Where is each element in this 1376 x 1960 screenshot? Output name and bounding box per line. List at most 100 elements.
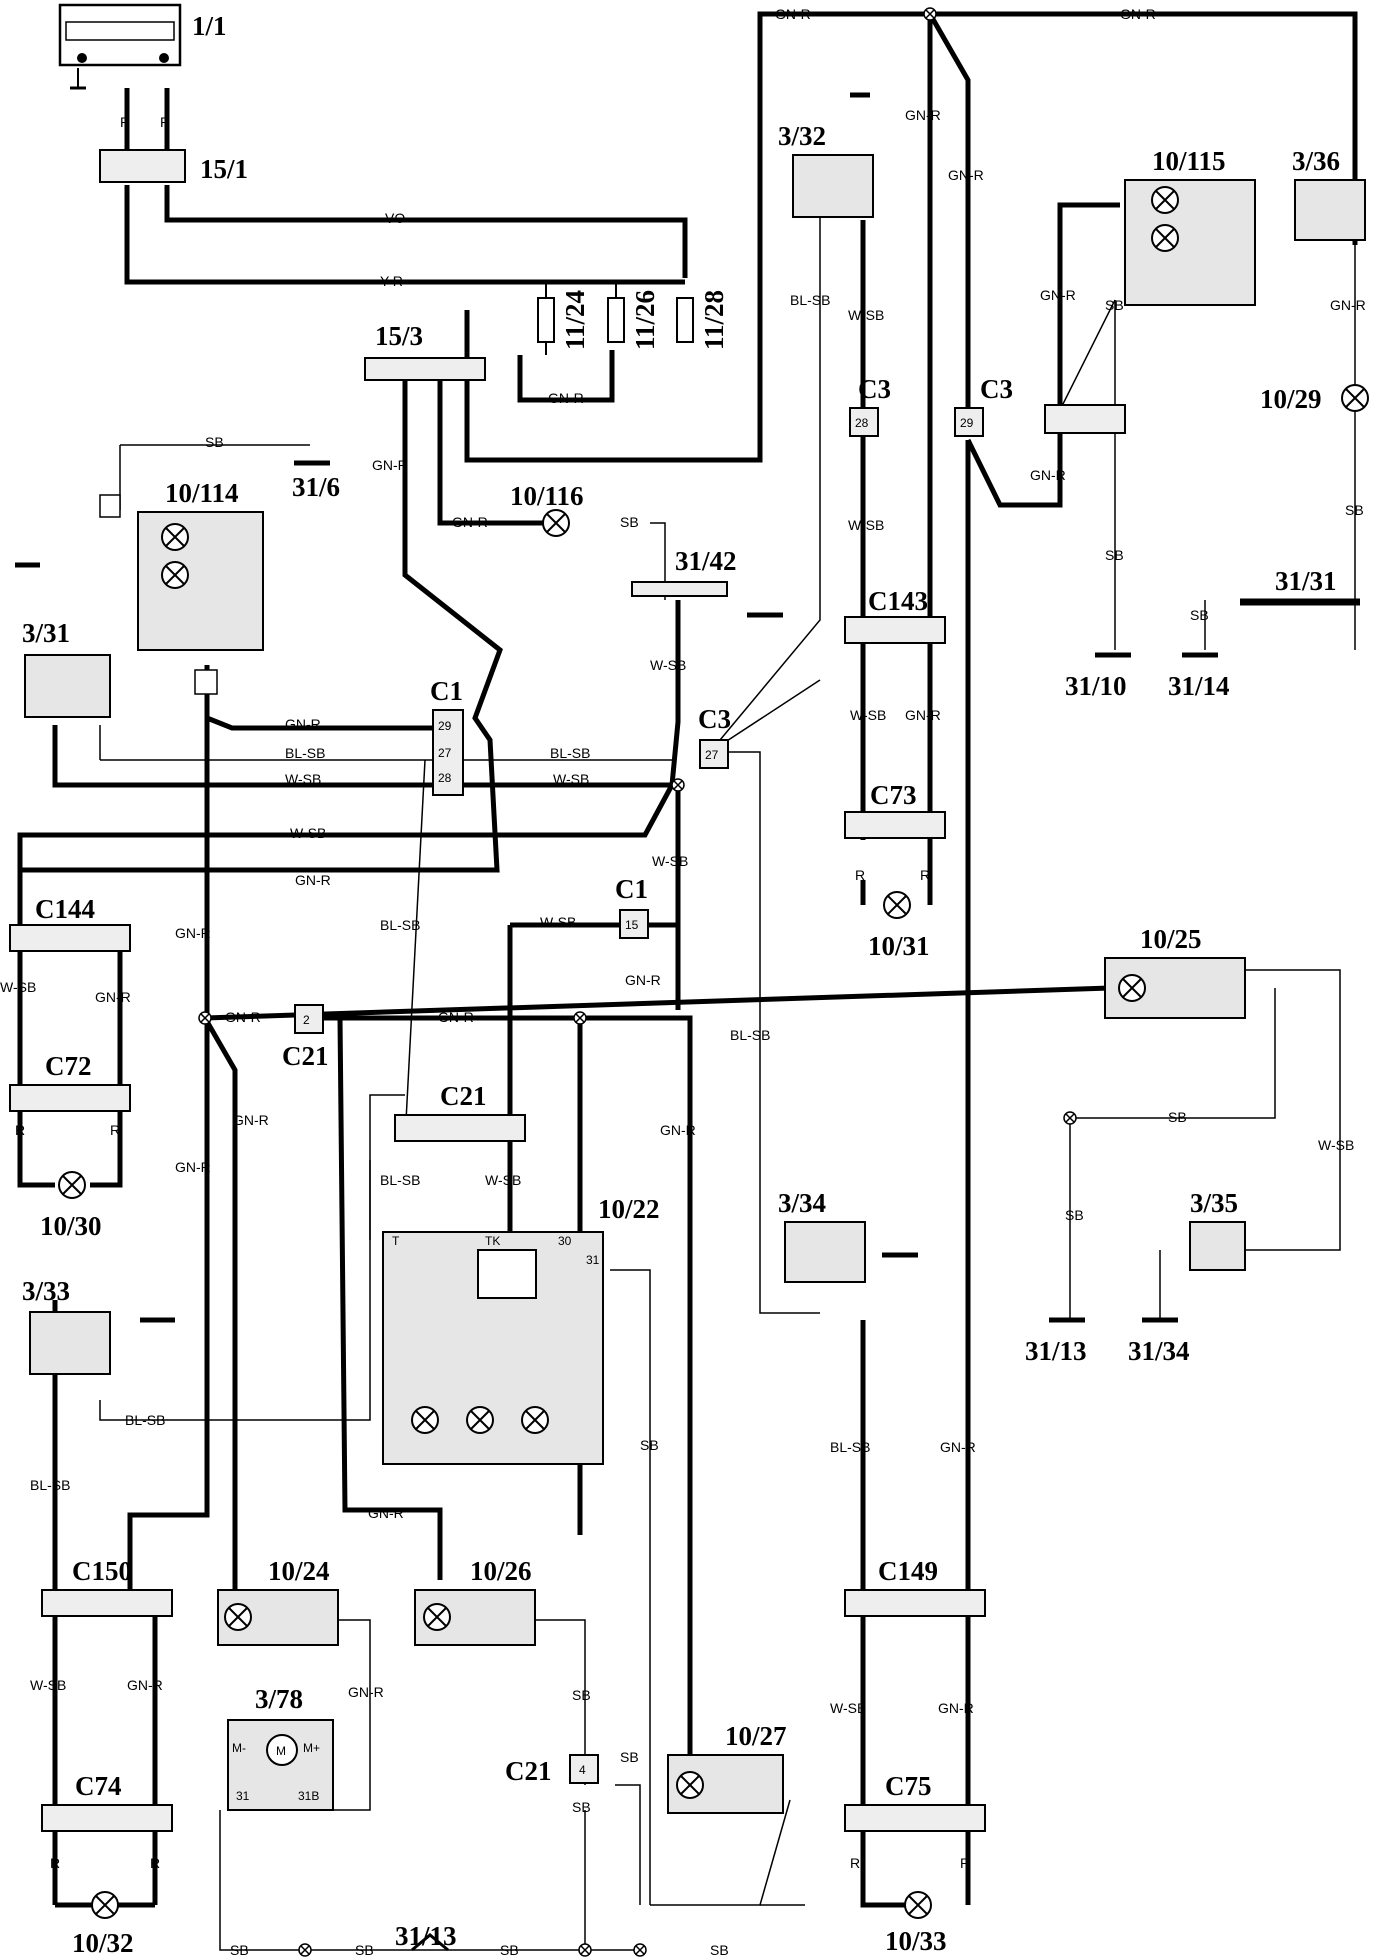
connector-c75 — [844, 1804, 986, 1832]
svg-text:27: 27 — [705, 748, 719, 762]
label-31-14: 31/14 — [1168, 671, 1230, 701]
svg-text:C143: C143 — [868, 586, 928, 616]
svg-text:C75: C75 — [885, 1771, 932, 1801]
label-3-36: 3/36 — [1292, 146, 1340, 176]
svg-text:BL-SB: BL-SB — [830, 1439, 870, 1455]
svg-text:C150: C150 — [72, 1556, 132, 1586]
label-10-25: 10/25 — [1140, 924, 1202, 954]
label-10-30: 10/30 — [40, 1211, 102, 1241]
svg-text:SB: SB — [572, 1799, 591, 1815]
svg-text:W-SB: W-SB — [285, 771, 321, 787]
svg-text:W-SB: W-SB — [848, 517, 884, 533]
svg-text:C144: C144 — [35, 894, 95, 924]
svg-text:SB: SB — [1105, 547, 1124, 563]
svg-text:GN-R: GN-R — [348, 1684, 384, 1700]
svg-text:31: 31 — [236, 1789, 250, 1803]
svg-text:31B: 31B — [298, 1789, 319, 1803]
lamp-unit-10-115 — [1124, 179, 1256, 306]
svg-text:W-SB: W-SB — [652, 853, 688, 869]
svg-text:R: R — [150, 1855, 160, 1871]
svg-text:T: T — [392, 1234, 400, 1248]
svg-text:VO: VO — [385, 210, 405, 226]
lamp-unit-10-114 — [137, 511, 264, 651]
svg-text:GN-R: GN-R — [225, 1009, 261, 1025]
svg-text:SB: SB — [710, 1942, 729, 1958]
lamp-10-33 — [904, 1891, 932, 1919]
svg-text:4: 4 — [579, 1763, 586, 1777]
svg-text:M-: M- — [232, 1741, 246, 1755]
svg-text:GN-R: GN-R — [368, 1505, 404, 1521]
svg-text:2: 2 — [303, 1013, 310, 1027]
connector-10-115 — [1044, 404, 1126, 434]
svg-text:31: 31 — [586, 1253, 600, 1267]
svg-text:C3: C3 — [698, 704, 731, 734]
svg-text:GN-R: GN-R — [548, 390, 584, 406]
svg-text:SB: SB — [640, 1437, 659, 1453]
svg-text:W-SB: W-SB — [848, 307, 884, 323]
fuse-11-28 — [676, 297, 694, 343]
connector-c1-15 — [619, 909, 649, 939]
label-3-78: 3/78 — [255, 1684, 303, 1714]
svg-text:GN-R: GN-R — [905, 707, 941, 723]
svg-text:GN-R: GN-R — [233, 1112, 269, 1128]
connector-c3-27 — [699, 739, 729, 769]
svg-text:C1: C1 — [615, 874, 648, 904]
svg-text:C21: C21 — [505, 1756, 552, 1786]
lamp-10-30 — [58, 1171, 86, 1199]
label-3-33: 3/33 — [22, 1276, 70, 1306]
label-15-1: 15/1 — [200, 154, 248, 184]
svg-text:W-SB: W-SB — [485, 1172, 521, 1188]
svg-text:SB: SB — [1065, 1207, 1084, 1223]
connector-c3-29 — [954, 407, 984, 437]
svg-text:C72: C72 — [45, 1051, 92, 1081]
svg-text:GN-R: GN-R — [1120, 6, 1156, 22]
svg-text:R: R — [850, 1855, 860, 1871]
label-10-27: 10/27 — [725, 1721, 787, 1751]
switch-3-35 — [1189, 1221, 1246, 1271]
svg-text:GN-R: GN-R — [905, 107, 941, 123]
fuse-11-24 — [537, 282, 555, 355]
label-10-26: 10/26 — [470, 1556, 532, 1586]
label-10-31: 10/31 — [868, 931, 930, 961]
label-11-24: 11/24 — [560, 290, 590, 350]
svg-text:GN-R: GN-R — [452, 514, 488, 530]
svg-text:W-SB: W-SB — [290, 825, 326, 841]
label-11-28: 11/28 — [699, 290, 729, 350]
connector-c21 — [394, 1114, 526, 1142]
label-1-1: 1/1 — [192, 11, 227, 41]
svg-text:R: R — [855, 867, 865, 883]
label-3-35: 3/35 — [1190, 1188, 1238, 1218]
label-31-42: 31/42 — [675, 546, 737, 576]
svg-text:GN-R: GN-R — [372, 457, 408, 473]
svg-text:SB: SB — [355, 1942, 374, 1958]
svg-text:GN-R: GN-R — [438, 1009, 474, 1025]
connector-c144 — [9, 924, 131, 952]
label-10-24: 10/24 — [268, 1556, 330, 1586]
label-15-3: 15/3 — [375, 321, 423, 351]
svg-text:GN-R: GN-R — [1040, 287, 1076, 303]
label-31-31: 31/31 — [1275, 566, 1337, 596]
svg-text:C73: C73 — [870, 780, 917, 810]
label-10-32: 10/32 — [72, 1928, 134, 1958]
svg-text:W-SB: W-SB — [850, 707, 886, 723]
lamp-10-31 — [883, 891, 911, 919]
thin-wires — [99, 170, 1356, 1951]
svg-text:R: R — [50, 1855, 60, 1871]
svg-text:SB: SB — [500, 1942, 519, 1958]
svg-text:SB: SB — [205, 434, 224, 450]
svg-text:GN-R: GN-R — [940, 1439, 976, 1455]
svg-text:C3: C3 — [858, 374, 891, 404]
svg-text:R: R — [120, 114, 130, 130]
svg-text:SB: SB — [620, 514, 639, 530]
label-10-114: 10/114 — [165, 478, 239, 508]
svg-text:W-SB: W-SB — [830, 1700, 866, 1716]
svg-text:BL-SB: BL-SB — [285, 745, 325, 761]
label-31-6: 31/6 — [292, 472, 340, 502]
svg-text:GN-R: GN-R — [948, 167, 984, 183]
connector-c21-2 — [294, 1004, 324, 1034]
svg-text:BL-SB: BL-SB — [380, 917, 420, 933]
svg-text:C21: C21 — [282, 1041, 329, 1071]
svg-text:SB: SB — [1105, 297, 1124, 313]
svg-text:R: R — [110, 1122, 120, 1138]
